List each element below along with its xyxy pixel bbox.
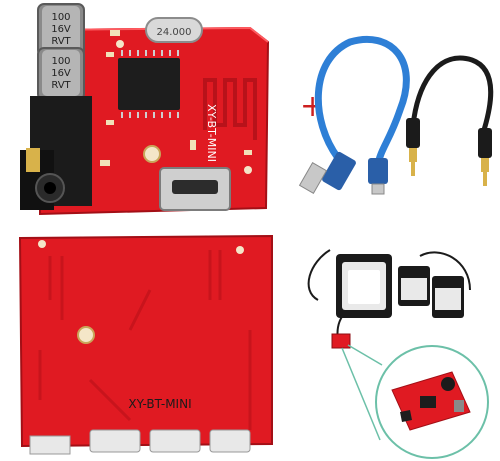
svg-text:100: 100 [51, 12, 70, 23]
crystal-oscillator: 24.000 [145, 17, 203, 43]
svg-text:100: 100 [51, 56, 70, 67]
board-model-label: XY-BT-MINI [205, 104, 218, 162]
board-closeup-inset [375, 345, 489, 459]
bluetooth-board-bottom: XY-BT-MINI [18, 234, 273, 455]
svg-text:RVT: RVT [51, 36, 71, 47]
crystal-label: 24.000 [157, 27, 192, 38]
speaker-large [336, 254, 392, 318]
aux-cable [406, 55, 494, 186]
speaker-small-left [398, 266, 430, 306]
pcb-antenna [203, 78, 257, 140]
bluetooth-board-top: 24.000 100 16V RVT 100 16V RVT [20, 3, 270, 216]
svg-text:RVT: RVT [51, 80, 71, 91]
mount-hole [143, 145, 161, 163]
svg-text:16V: 16V [51, 24, 71, 35]
speaker-set [307, 249, 489, 459]
audio-jack [20, 96, 92, 210]
amplifier-chip [118, 50, 180, 118]
capacitor-2: 100 16V RVT [37, 47, 85, 101]
svg-text:16V: 16V [51, 68, 71, 79]
micro-usb-port [159, 167, 231, 211]
usb-cable [298, 35, 410, 195]
speaker-small-right [432, 276, 464, 318]
bottom-silkscreen: XY-BT-MINI [128, 397, 191, 411]
